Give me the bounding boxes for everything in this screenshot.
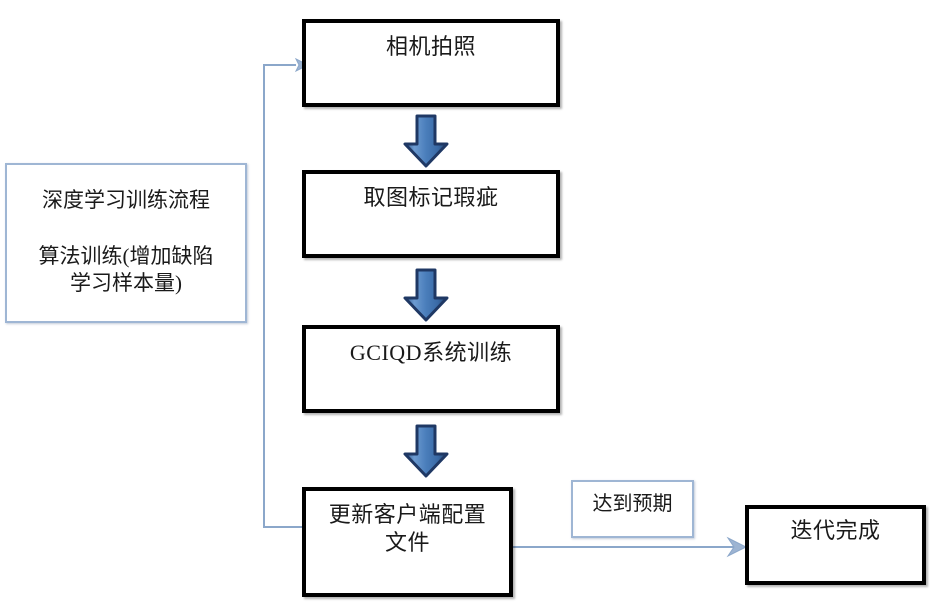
node-mark-defects-label: 取图标记瑕疵 <box>363 185 499 210</box>
node-mark-defects[interactable]: 取图标记瑕疵 <box>302 170 560 258</box>
arrow-mark-to-train <box>403 268 449 322</box>
node-meets-expectation: 达到预期 <box>571 480 694 538</box>
update-to-done-arrow-path <box>513 536 748 558</box>
node-iteration-complete-label: 迭代完成 <box>790 518 881 543</box>
node-camera[interactable]: 相机拍照 <box>302 19 560 107</box>
feedback-arrow-path <box>263 57 310 528</box>
arrow-camera-to-mark <box>403 114 449 168</box>
info-panel-line-1: 深度学习训练流程 <box>42 188 210 212</box>
node-update-client-config[interactable]: 更新客户端配置 文件 <box>302 487 513 597</box>
arrow-train-to-update <box>403 424 449 478</box>
info-panel: 深度学习训练流程 算法训练(增加缺陷 学习样本量) <box>5 163 247 323</box>
node-meets-expectation-label: 达到预期 <box>592 493 673 515</box>
node-update-client-config-label: 更新客户端配置 文件 <box>328 502 487 555</box>
node-gciqd-training[interactable]: GCIQD系统训练 <box>302 325 560 413</box>
node-iteration-complete[interactable]: 迭代完成 <box>745 505 926 585</box>
node-camera-label: 相机拍照 <box>385 34 476 59</box>
node-gciqd-training-label: GCIQD系统训练 <box>349 340 513 365</box>
info-panel-line-2: 算法训练(增加缺陷 学习样本量) <box>38 244 214 296</box>
